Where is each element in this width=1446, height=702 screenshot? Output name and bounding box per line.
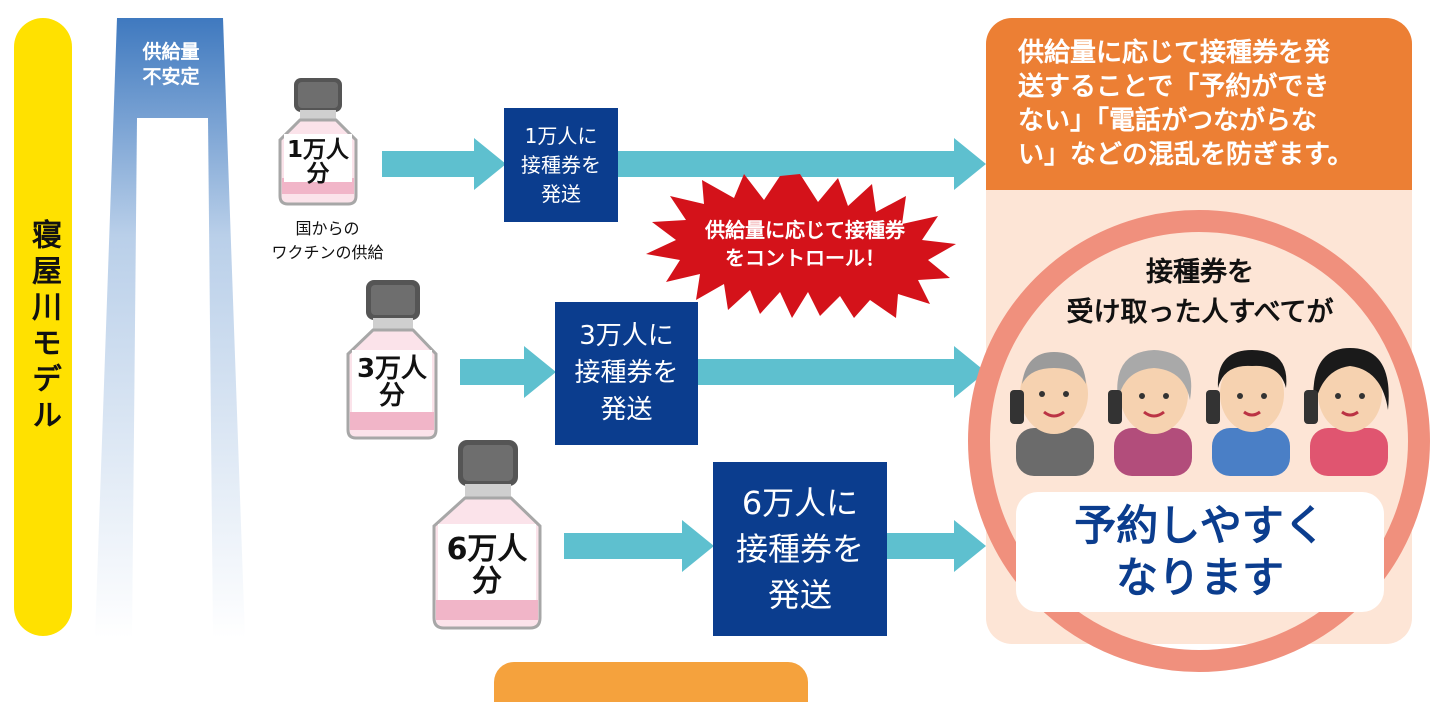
supply-line2: 不安定 [142, 66, 200, 88]
send-box-2-line2: 接種券を [574, 358, 679, 388]
bottom-tab [494, 662, 808, 702]
bottle-1-line1: 1万人 [286, 137, 349, 163]
panel-header-line2: 送することで「予約ができ [1018, 72, 1330, 102]
vaccine-bottle-2 [346, 280, 438, 440]
supply-beam [95, 18, 245, 638]
arrow-2a [460, 346, 556, 398]
vaccine-bottle-1 [278, 78, 358, 206]
arrow-2b [698, 346, 986, 398]
result-box: 予約しやすく なります [1016, 492, 1384, 612]
bottle-2-line2: 分 [378, 381, 405, 412]
send-box-3-line3: 発送 [767, 576, 832, 614]
panel-mid-line1: 接種券を [1146, 257, 1254, 288]
caption-line1: 国からの [295, 219, 360, 238]
send-box-1-line3: 発送 [541, 181, 581, 206]
bottle-label-1: 1万人 分 [272, 138, 364, 186]
bottle-1-line2: 分 [306, 161, 330, 188]
panel-header-line1: 供給量に応じて接種券を発 [1018, 38, 1331, 68]
control-burst [646, 174, 956, 318]
burst-line1: 供給量に応じて接種券 [705, 218, 905, 242]
person-young-man-icon [1206, 350, 1290, 476]
send-box-3-line2: 接種券を [735, 530, 864, 568]
bottle-3-line2: 分 [472, 563, 502, 599]
supply-line1: 供給量 [142, 41, 200, 63]
supply-caption: 国からの ワクチンの供給 [255, 217, 400, 265]
send-box-2-line3: 発送 [600, 395, 653, 425]
person-elderly-man-icon [1010, 352, 1094, 476]
person-elderly-woman-icon [1108, 350, 1192, 476]
send-box-1-line1: 1万人に [524, 123, 598, 148]
model-label-bar: 寝屋川モデル [14, 18, 72, 636]
person-young-woman-icon [1304, 348, 1389, 476]
bottle-2-line1: 3万人 [356, 354, 428, 384]
people-on-phone-illustration [1010, 348, 1389, 476]
arrow-1a [382, 138, 506, 190]
result-line2: なります [1115, 553, 1284, 602]
arrow-3b [886, 520, 986, 572]
send-box-2: 3万人に 接種券を 発送 [555, 302, 698, 445]
bottle-label-3: 6万人 分 [426, 534, 548, 597]
panel-header: 供給量に応じて接種券を発 送することで「予約ができ ない」「電話がつながらな い… [986, 18, 1412, 190]
send-box-1: 1万人に 接種券を 発送 [504, 108, 618, 222]
panel-header-line3: ない」「電話がつながらな [1018, 106, 1318, 136]
result-line1: 予約しやすく [1074, 501, 1326, 550]
send-box-1-line2: 接種券を [521, 152, 601, 177]
send-box-3-line1: 6万人に [741, 484, 859, 522]
send-box-3: 6万人に 接種券を 発送 [713, 462, 887, 636]
model-label: 寝屋川モデル [26, 219, 61, 435]
vaccine-bottle-3 [432, 440, 542, 630]
burst-line2: をコントロール！ [725, 246, 885, 270]
bottle-3-line1: 6万人 [446, 532, 528, 567]
burst-text: 供給量に応じて接種券 をコントロール！ [660, 216, 950, 272]
panel-header-line4: い」などの混乱を防ぎます。 [1018, 140, 1354, 170]
caption-line2: ワクチンの供給 [271, 243, 384, 262]
supply-unstable-label: 供給量 不安定 [118, 40, 224, 90]
panel-mid-text: 接種券を 受け取った人すべてが [1000, 253, 1400, 333]
bottle-label-2: 3万人 分 [340, 354, 444, 412]
arrow-1b [618, 138, 986, 190]
panel-mid-line2: 受け取った人すべてが [1066, 297, 1334, 328]
arrow-3a [564, 520, 714, 572]
send-box-2-line1: 3万人に [579, 321, 674, 351]
